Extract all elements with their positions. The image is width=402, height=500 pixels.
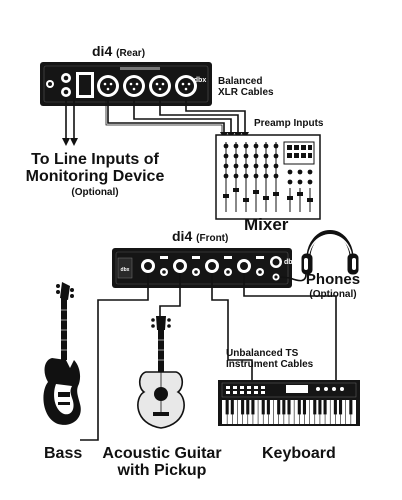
unbalanced-line1: Unbalanced TS (226, 348, 299, 359)
unbalanced-line2: Instrument Cables (226, 358, 314, 370)
mixer-device (215, 134, 321, 220)
balanced-xlr-label: Balanced XLR Cables (218, 76, 274, 98)
line-output-arrows (62, 138, 78, 146)
phones-title: Phones (305, 271, 361, 288)
acoustic-line1: Acoustic Guitar (102, 445, 222, 462)
line-inputs-label: To Line Inputs of Monitoring Device (Opt… (20, 151, 170, 198)
di4-rear-suffix: (Rear) (116, 48, 146, 59)
black-key (302, 400, 307, 415)
di4-front-label: di4 (Front) (172, 229, 228, 245)
phones-label: Phones (Optional) (300, 272, 366, 300)
black-key (349, 400, 353, 415)
di4-front-title: di4 (172, 228, 193, 244)
optional-left-label: (Optional) (71, 186, 119, 198)
black-key (251, 400, 255, 415)
balanced-xlr-line2: XLR Cables (218, 86, 274, 98)
optional-phones-label: (Optional) (309, 288, 357, 300)
black-key (297, 400, 301, 415)
acoustic-line2: with Pickup (117, 461, 207, 479)
black-key (261, 400, 265, 415)
di4-rear-title: di4 (92, 43, 113, 59)
unbalanced-ts-label: Unbalanced TS Instrument Cables (226, 348, 314, 370)
black-key (287, 400, 291, 415)
line-inputs-line1: To Line Inputs of (31, 151, 159, 168)
black-key (318, 400, 322, 415)
bass-guitar-icon (43, 282, 81, 425)
black-key (241, 400, 245, 415)
keyboard-keys (225, 400, 353, 424)
black-key (266, 400, 270, 415)
mixer-label: Mixer (244, 215, 289, 234)
keyboard-label: Keyboard (262, 445, 336, 462)
di4-rear-label: di4 (Rear) (92, 44, 145, 60)
xlr-output-jacks (97, 75, 197, 97)
bass-label: Bass (44, 445, 83, 462)
acoustic-guitar-label: Acoustic Guitar with Pickup (100, 445, 224, 480)
di4-front-suffix: (Front) (196, 233, 229, 244)
black-key (277, 400, 281, 415)
front-input-jacks (141, 259, 264, 276)
acoustic-guitar-icon (137, 316, 185, 429)
preamp-inputs-label: Preamp Inputs (254, 118, 324, 129)
line-inputs-line2: Monitoring Device (25, 167, 165, 185)
black-key (282, 400, 286, 415)
svg-text:dbx: dbx (121, 267, 130, 273)
black-key (313, 400, 317, 415)
black-key (323, 400, 327, 415)
dbx-logo-front: dbx (284, 259, 297, 266)
headphones-icon (279, 230, 359, 282)
balanced-xlr-cables (105, 97, 246, 134)
black-key (333, 400, 337, 415)
di4-front-unit: dbx dbx (112, 248, 297, 288)
line-output-cables (65, 97, 75, 140)
balanced-xlr-line1: Balanced (218, 76, 263, 87)
black-key (246, 400, 250, 415)
dbx-logo-rear: dbx (194, 77, 207, 84)
black-key (225, 400, 229, 415)
black-key (338, 400, 343, 415)
black-key (230, 400, 234, 415)
keyboard-icon (218, 380, 360, 426)
di4-rear-unit: dbx (40, 62, 212, 106)
